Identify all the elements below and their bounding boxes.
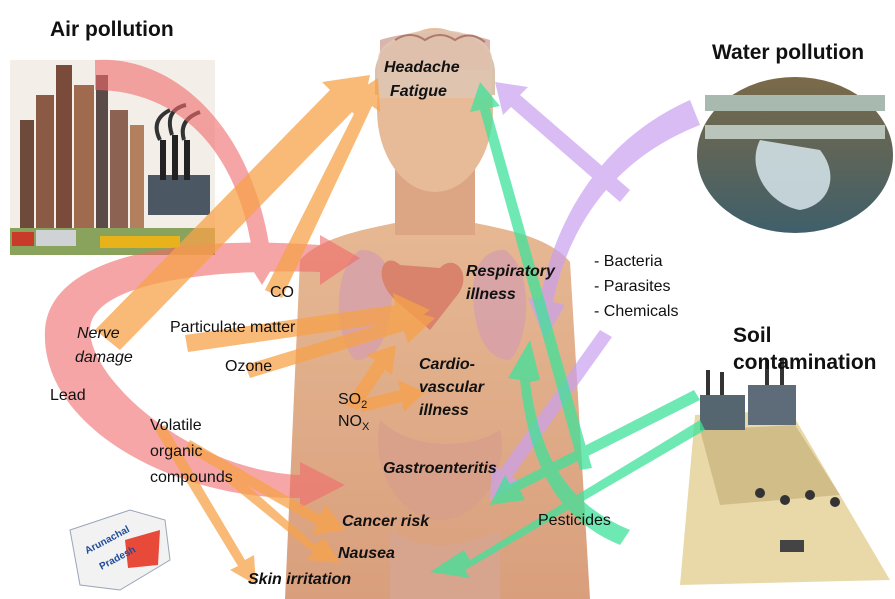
effect-nausea: Nausea <box>338 544 395 563</box>
so2-text: SO <box>338 391 361 408</box>
effect-fatigue: Fatigue <box>390 82 447 101</box>
soil-title-line1: Soil <box>733 324 772 348</box>
effect-nerve-2: damage <box>75 348 133 368</box>
farmland-icon <box>680 358 890 585</box>
pollutant-chemicals: - Chemicals <box>594 302 678 322</box>
effect-nerve-1: Nerve <box>77 324 120 344</box>
so2-subscript: 2 <box>361 399 367 411</box>
pollutant-pesticides: Pesticides <box>538 511 611 531</box>
effect-cancer-risk: Cancer risk <box>342 512 429 531</box>
effect-respiratory-1: Respiratory <box>466 262 555 281</box>
effect-skin-irritation: Skin irritation <box>248 570 351 589</box>
nox-subscript: X <box>362 421 369 433</box>
effect-gastroenteritis: Gastroenteritis <box>383 459 497 478</box>
soil-title-line2: contamination <box>733 351 877 375</box>
pollutant-voc-1: Volatile <box>150 416 202 436</box>
pollutant-particulate-matter: Particulate matter <box>170 318 295 338</box>
water-pipe-icon <box>697 77 893 233</box>
pollutant-voc-2: organic <box>150 442 202 462</box>
pollutant-parasites: - Parasites <box>594 277 670 297</box>
effect-cardio-1: Cardio- <box>419 355 475 374</box>
effect-respiratory-2: illness <box>466 285 516 304</box>
effect-cardio-2: vascular <box>419 378 484 397</box>
nox-text: NO <box>338 413 362 430</box>
pollutant-ozone: Ozone <box>225 357 272 377</box>
water-pollution-title: Water pollution <box>712 41 864 65</box>
pollutant-lead: Lead <box>50 386 86 406</box>
effect-headache: Headache <box>384 58 460 77</box>
pollutant-co: CO <box>270 283 294 303</box>
pollutant-bacteria: - Bacteria <box>594 252 662 272</box>
pollutant-voc-3: compounds <box>150 468 233 488</box>
effect-cardio-3: illness <box>419 401 469 420</box>
pollutant-nox: NOX <box>338 412 369 437</box>
air-pollution-title: Air pollution <box>50 18 174 42</box>
